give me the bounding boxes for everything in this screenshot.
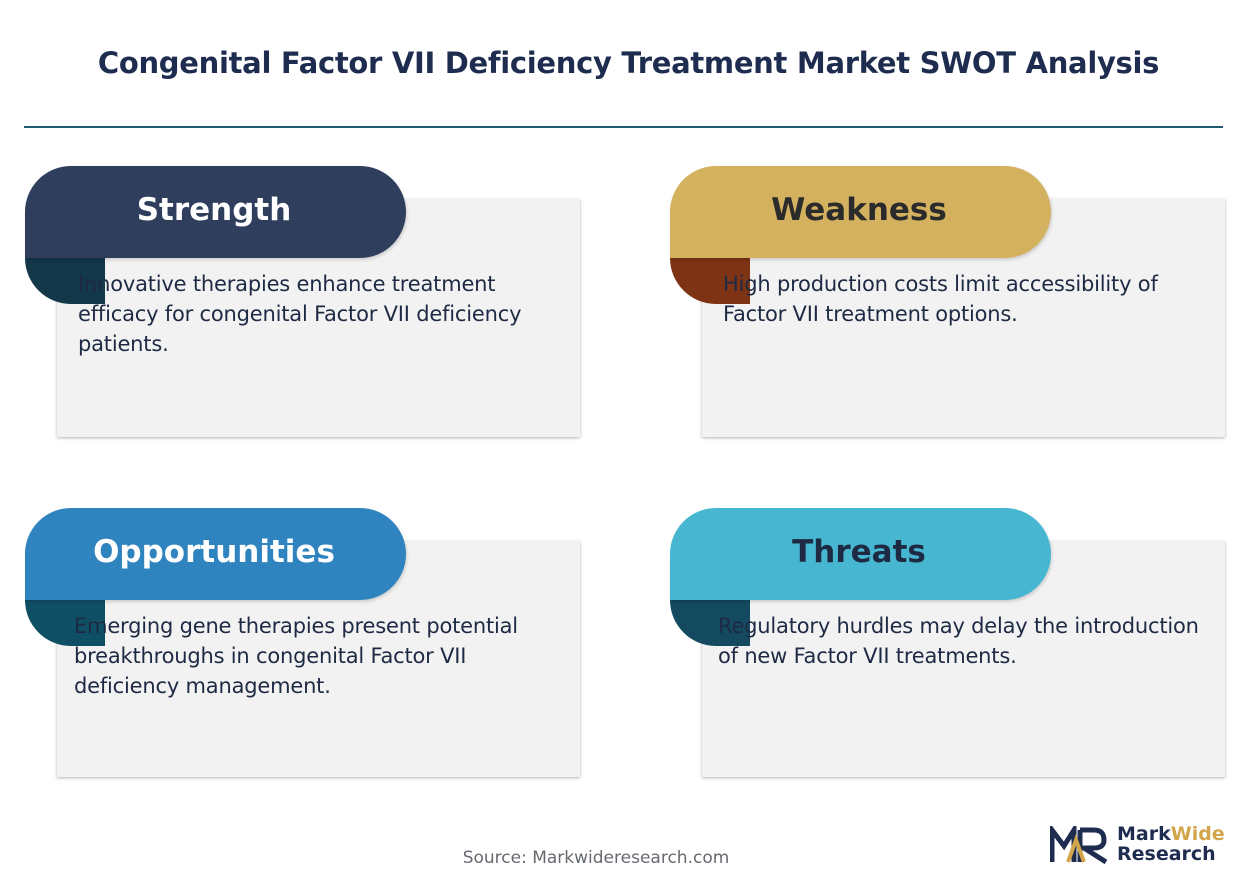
source-note: Source: Markwideresearch.com — [462, 848, 730, 868]
threats-text: Regulatory hurdles may delay the introdu… — [718, 614, 1199, 668]
threats-label: Threats — [792, 534, 926, 570]
opportunities-text: Emerging gene therapies present potentia… — [74, 614, 518, 698]
markwide-logo-icon — [1050, 826, 1108, 865]
weakness-pill — [670, 166, 1051, 258]
markwide-logo-text: MarkWide Research — [1117, 824, 1225, 864]
logo-word-research: Research — [1117, 843, 1216, 865]
weakness-text: High production costs limit accessibilit… — [723, 272, 1158, 326]
opportunities-label: Opportunities — [93, 534, 335, 570]
title-divider — [24, 126, 1223, 128]
strength-text: Innovative therapies enhance treatment e… — [78, 272, 522, 356]
page-title: Congenital Factor VII Deficiency Treatme… — [97, 46, 1160, 80]
opportunities-pill — [25, 508, 406, 600]
weakness-label: Weakness — [771, 192, 947, 228]
logo-word-wide: Wide — [1170, 823, 1225, 845]
strength-pill — [25, 166, 406, 258]
threats-pill — [670, 508, 1051, 600]
strength-label: Strength — [136, 192, 292, 228]
logo-word-mark: Mark — [1117, 823, 1171, 845]
